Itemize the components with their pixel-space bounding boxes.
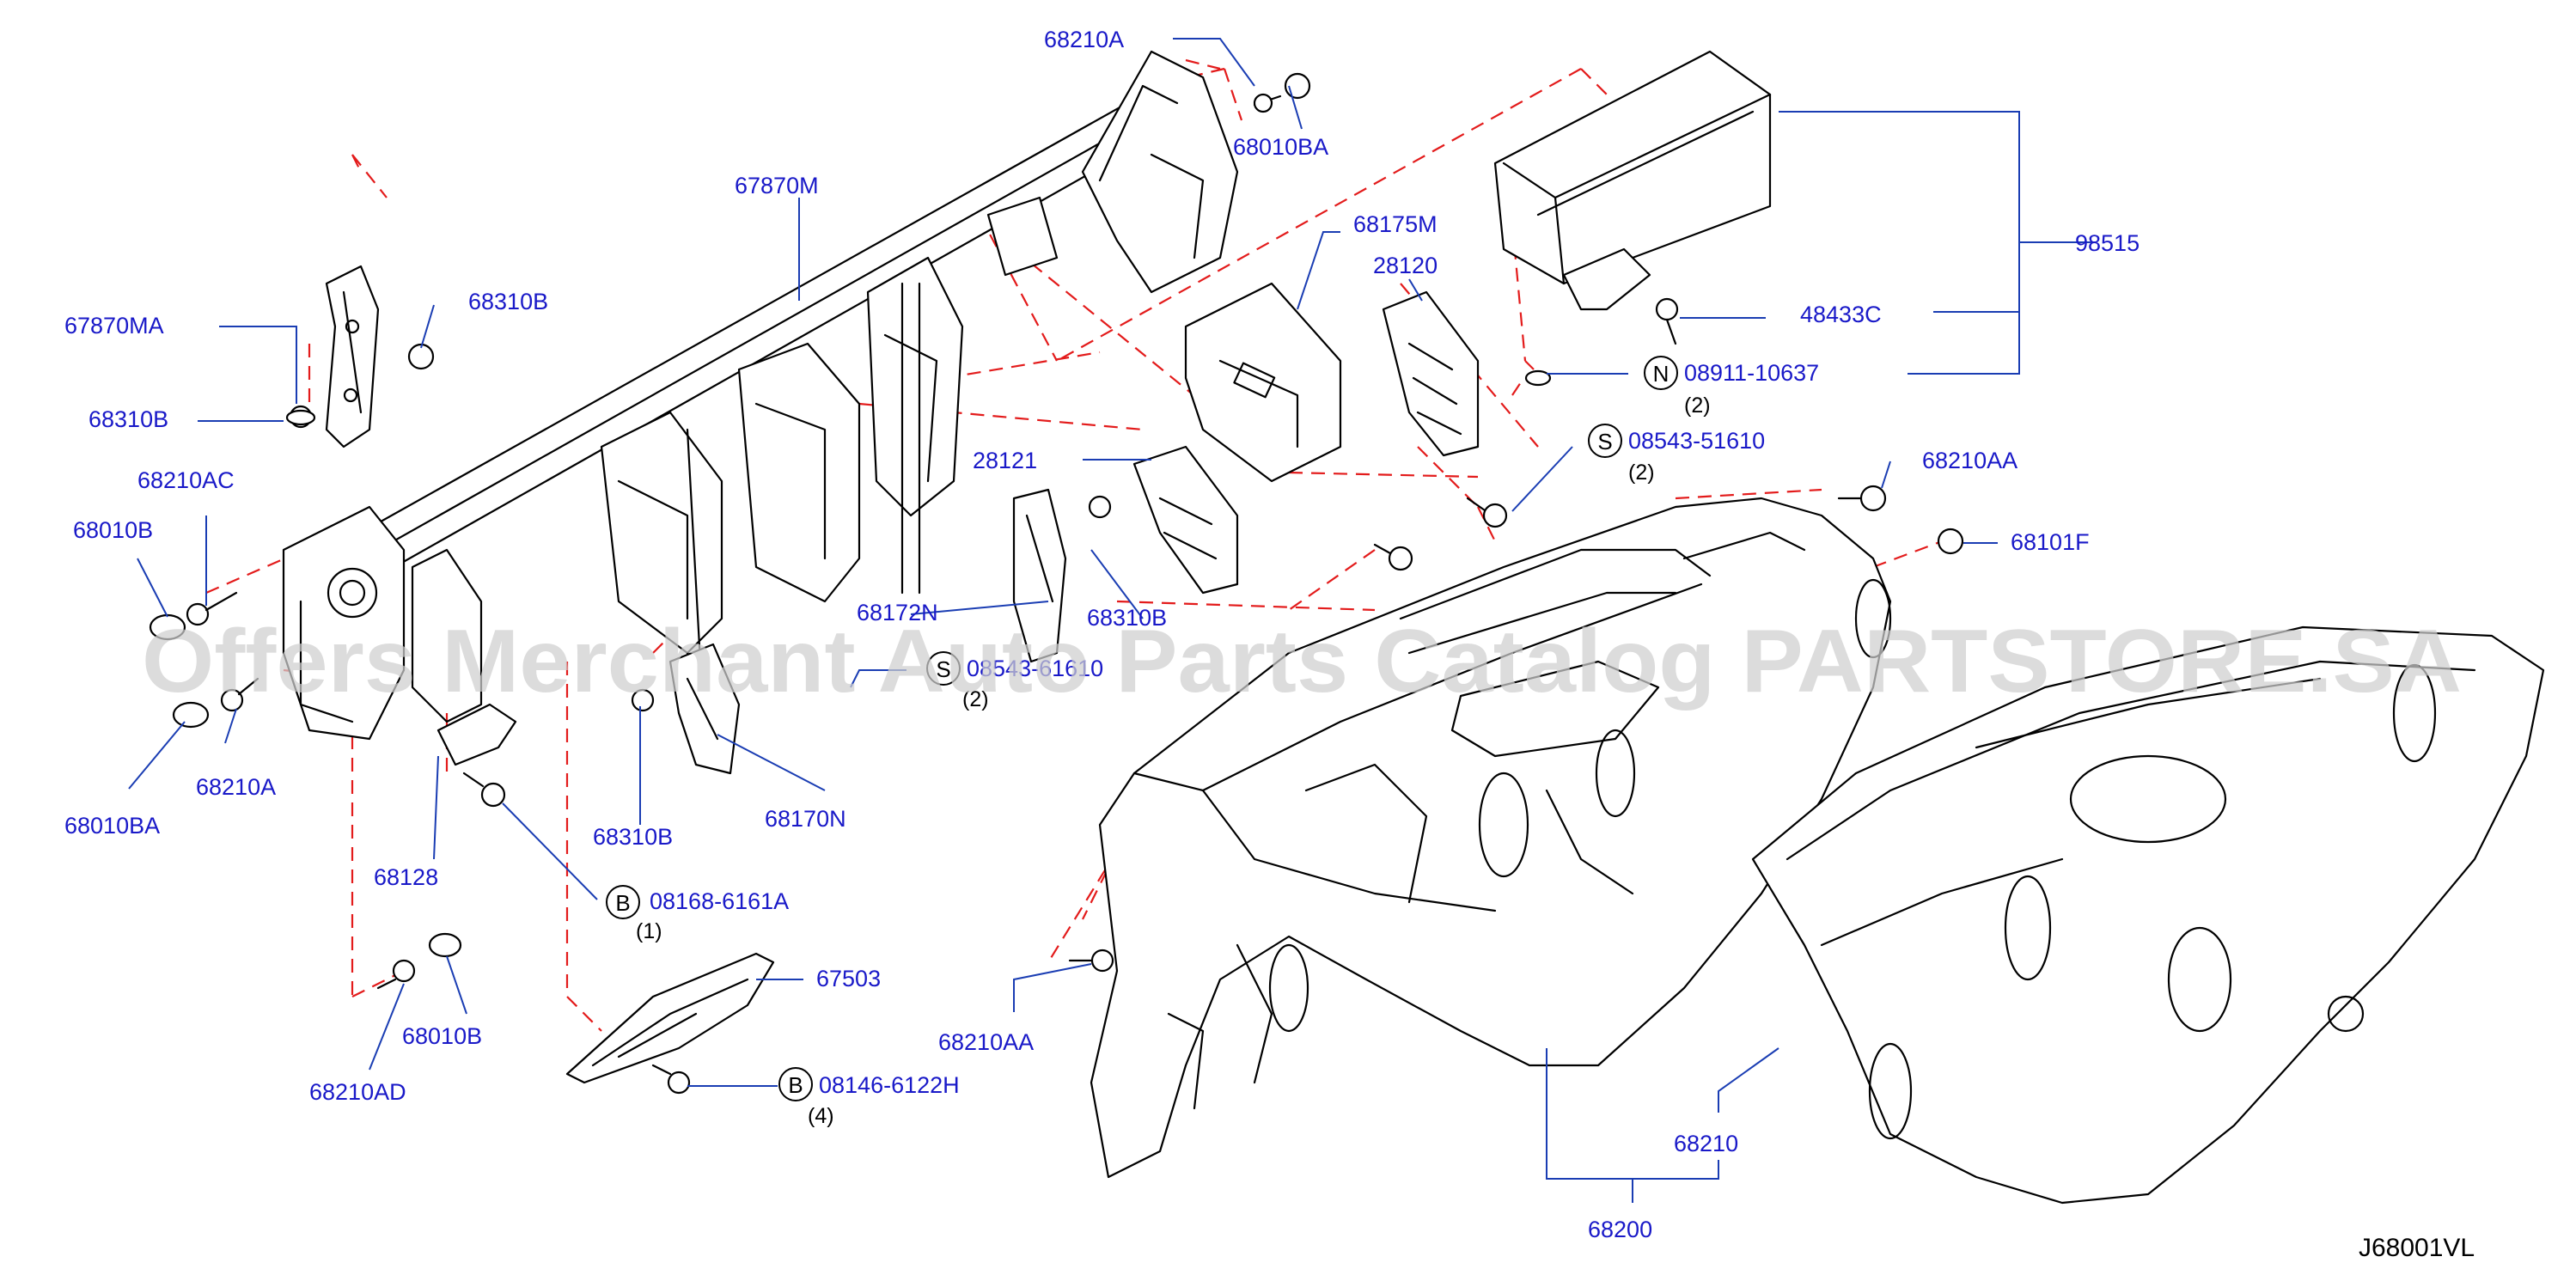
bracket-68170n (668, 643, 741, 775)
label-68010ba-top: 68010BA (1233, 134, 1328, 160)
label-08911-10637: 08911-10637 (1684, 360, 1819, 386)
leader-lines (128, 38, 2097, 1203)
cover-67503 (565, 952, 775, 1084)
part-labels: 68210A 68010BA 67870M 68175M 28120 98515… (64, 27, 2140, 1242)
label-68210aa-b: 68210AA (938, 1029, 1034, 1055)
svg-text:B: B (615, 890, 630, 916)
bracket-67870ma (325, 265, 380, 448)
badge-s-08543-61610: S (926, 651, 961, 686)
label-08543-61610: 08543-61610 (967, 656, 1103, 681)
label-68170n: 68170N (765, 806, 846, 832)
label-68310b-a: 68310B (468, 289, 548, 314)
label-67870m: 67870M (735, 173, 819, 198)
label-68175m: 68175M (1353, 211, 1438, 237)
label-68310b-c: 68310B (1087, 605, 1167, 631)
qty-08543-61610: (2) (962, 687, 989, 711)
label-68210a-b: 68210A (196, 774, 276, 800)
label-28121: 28121 (973, 448, 1037, 473)
svg-text:S: S (936, 656, 950, 682)
label-67503: 67503 (816, 966, 881, 991)
label-08146-6122h: 08146-6122H (819, 1072, 960, 1098)
svg-text:B: B (788, 1072, 803, 1098)
badge-n-08911: N (1644, 356, 1678, 390)
label-28120: 28120 (1373, 253, 1438, 278)
fasteners (149, 72, 1964, 1095)
bracket-68128 (436, 703, 517, 766)
badge-s-08543-51610: S (1588, 424, 1622, 458)
qty-08146: (4) (808, 1104, 834, 1128)
bracket-28120 (1382, 290, 1480, 457)
label-08168-6161a: 08168-6161A (650, 888, 789, 914)
label-68210aa-a: 68210AA (1922, 448, 2017, 473)
badge-b-08168: B (606, 885, 640, 919)
bracket-68175m (1184, 282, 1342, 483)
label-98515: 98515 (2075, 230, 2140, 256)
label-67870ma: 67870MA (64, 313, 164, 339)
instrument-panel-68200 (1090, 497, 1892, 1179)
svg-text:N: N (1653, 361, 1670, 387)
diagram-reference-code: J68001VL (2359, 1234, 2475, 1262)
label-68128: 68128 (374, 864, 438, 890)
qty-08168: (1) (636, 919, 662, 943)
qty-08911: (2) (1684, 393, 1711, 418)
badge-b-08146: B (778, 1067, 813, 1101)
label-68210a-top: 68210A (1044, 27, 1124, 52)
label-68210ad: 68210AD (309, 1079, 406, 1105)
airbag-module-98515 (1493, 50, 1772, 311)
label-48433c: 48433C (1800, 302, 1882, 327)
label-68010b-a: 68010B (73, 517, 153, 543)
label-68210ac: 68210AC (137, 467, 235, 493)
label-68310b-b: 68310B (89, 406, 168, 432)
label-68310b-d: 68310B (593, 824, 673, 850)
qty-08543-51610: (2) (1628, 461, 1655, 485)
label-08543-51610: 08543-51610 (1628, 428, 1765, 454)
label-68172n: 68172N (857, 600, 938, 625)
watermark-text: Offers Merchant Auto Parts Catalog PARTS… (142, 612, 2462, 711)
label-68210: 68210 (1674, 1131, 1738, 1156)
panel-finisher-68210 (1751, 625, 2545, 1205)
label-68200: 68200 (1588, 1217, 1652, 1242)
label-68010b-b: 68010B (402, 1023, 482, 1049)
label-68010ba-b: 68010BA (64, 813, 160, 839)
label-68101f: 68101F (2011, 529, 2090, 555)
bracket-28121 (1132, 445, 1239, 595)
bracket-68172n (1012, 488, 1067, 663)
svg-text:S: S (1597, 429, 1612, 454)
steering-member-67870m (282, 50, 1239, 741)
